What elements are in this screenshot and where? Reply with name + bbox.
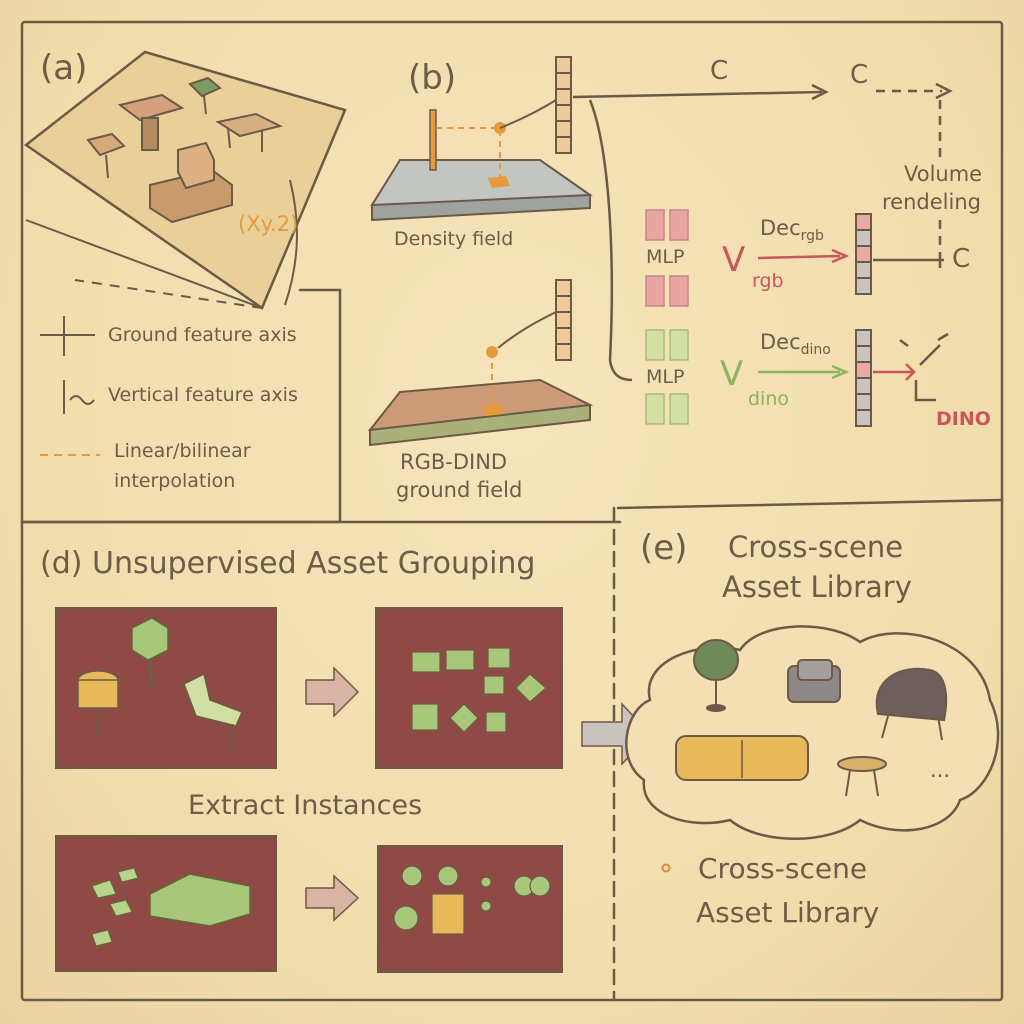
v-dino-subscript: dino bbox=[748, 388, 790, 410]
mlp-rgb-label: MLP bbox=[646, 246, 685, 268]
v-rgb-subscript: rgb bbox=[752, 270, 784, 292]
v-rgb-label: V bbox=[722, 240, 746, 280]
vertical-axis-icon bbox=[63, 380, 95, 414]
v-dino-label: V bbox=[720, 354, 744, 394]
legend-vertical-axis: Vertical feature axis bbox=[108, 384, 298, 406]
panel-e-label: (e) bbox=[640, 528, 688, 568]
dino-output-label: DINO bbox=[936, 408, 991, 430]
volume-rendering-line2: rendeling bbox=[882, 190, 981, 214]
c-label-right: C bbox=[850, 60, 869, 90]
mlp-rgb-blocks bbox=[645, 209, 689, 307]
legend-icons bbox=[40, 316, 100, 456]
feature-vector-bottom bbox=[555, 279, 572, 361]
grouping-scene-4 bbox=[377, 845, 563, 973]
library-assets bbox=[675, 639, 948, 797]
grouping-scene-1 bbox=[55, 607, 277, 769]
density-field-slab bbox=[370, 109, 593, 222]
panel-e-title-line1: Cross-scene bbox=[728, 530, 904, 564]
panel-d-title: (d) Unsupervised Asset Grouping bbox=[40, 546, 536, 581]
coordinate-label: (Xy.2) bbox=[238, 212, 299, 236]
c-label-output: C bbox=[952, 244, 971, 274]
legend-ground-axis: Ground feature axis bbox=[108, 324, 297, 346]
ground-field-slab bbox=[367, 311, 594, 447]
panel-a-label: (a) bbox=[40, 48, 88, 88]
panel-e-caption-line1: Cross-scene bbox=[698, 852, 868, 885]
panel-b-label: (b) bbox=[408, 58, 457, 98]
feature-vector-top bbox=[555, 56, 572, 154]
density-field-label: Density field bbox=[394, 228, 514, 250]
c-label-top: C bbox=[710, 56, 729, 86]
mlp-dino-blocks bbox=[645, 329, 689, 425]
output-vector-rgb bbox=[855, 213, 872, 295]
legend-interpolation-line1: Linear/bilinear bbox=[114, 440, 251, 462]
mlp-dino-label: MLP bbox=[646, 366, 685, 388]
output-vector-dino bbox=[855, 329, 872, 427]
panel-a-scene bbox=[23, 50, 347, 310]
panel-e-caption-line2: Asset Library bbox=[696, 896, 880, 929]
more-assets-ellipsis: ... bbox=[930, 758, 951, 782]
ground-field-label-line1: RGB-DIND bbox=[400, 450, 508, 474]
volume-rendering-line1: Volume bbox=[904, 162, 983, 186]
grouping-scene-2 bbox=[375, 607, 563, 769]
panel-e-title-line2: Asset Library bbox=[722, 570, 912, 604]
extract-instances-label: Extract Instances bbox=[188, 790, 423, 821]
arrows-top bbox=[572, 82, 953, 382]
grouping-scene-3 bbox=[55, 835, 277, 972]
asset-library-cloud bbox=[625, 625, 1000, 840]
dec-rgb-label: Decrgb bbox=[760, 216, 824, 245]
ground-field-label-line2: ground field bbox=[396, 478, 523, 502]
dec-dino-label: Decdino bbox=[760, 330, 831, 359]
legend-interpolation-line2: interpolation bbox=[114, 470, 236, 492]
panel-frames bbox=[20, 20, 1004, 1002]
cross-icon bbox=[40, 316, 95, 356]
